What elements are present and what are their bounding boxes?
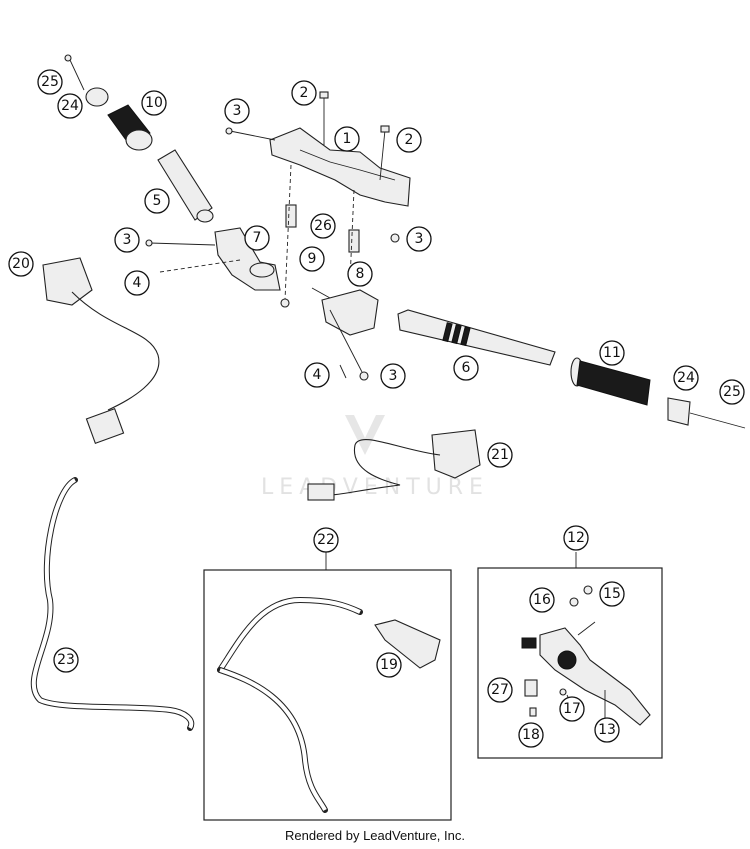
callout-3-bottom: 3 (380, 363, 406, 389)
svg-text:9: 9 (308, 251, 317, 267)
group-box-12 (477, 567, 663, 759)
callout-3-top: 3 (224, 98, 250, 124)
clamp-nut (390, 233, 400, 243)
svg-text:17: 17 (563, 701, 581, 717)
callout-11: 11 (599, 340, 625, 366)
svg-text:25: 25 (723, 384, 741, 400)
callout-5: 5 (144, 188, 170, 214)
callout-22: 22 (313, 527, 339, 553)
group-box-22 (203, 569, 452, 821)
svg-text:3: 3 (233, 103, 242, 119)
svg-text:21: 21 (491, 447, 509, 463)
svg-text:22: 22 (317, 532, 335, 548)
callout-19: 19 (376, 652, 402, 678)
callout-1: 1 (334, 126, 360, 152)
watermark-text: LEADVENTURE (261, 475, 489, 500)
svg-text:13: 13 (598, 722, 616, 738)
svg-text:26: 26 (314, 218, 332, 234)
clamp-bolt-b (379, 129, 386, 181)
throttle-cable (217, 596, 363, 813)
svg-text:4: 4 (133, 275, 142, 291)
svg-text:15: 15 (603, 586, 621, 602)
callout-3-right: 3 (406, 226, 432, 252)
clutch-cable (30, 477, 195, 731)
callout-21: 21 (487, 442, 513, 468)
svg-text:25: 25 (41, 74, 59, 90)
callout-8: 8 (347, 261, 373, 287)
cable-cover (374, 619, 441, 669)
bar-end-bolt-right (689, 412, 746, 429)
svg-text:6: 6 (462, 360, 471, 376)
callout-13: 13 (594, 717, 620, 743)
svg-text:27: 27 (491, 682, 509, 698)
spacer-a (285, 204, 297, 228)
svg-text:3: 3 (123, 232, 132, 248)
callout-3-left: 3 (114, 227, 140, 253)
top-clamp (269, 127, 411, 207)
svg-text:24: 24 (61, 98, 79, 114)
lever-bracket (524, 679, 538, 697)
callout-27: 27 (487, 677, 513, 703)
svg-text:19: 19 (380, 657, 398, 673)
grip-left (107, 104, 153, 151)
svg-text:2: 2 (405, 132, 414, 148)
callout-2-top: 2 (291, 80, 317, 106)
callout-25-right: 25 (719, 379, 745, 405)
svg-text:20: 20 (12, 256, 30, 272)
callout-9: 9 (299, 246, 325, 272)
handlebar-left-tube (157, 149, 213, 221)
clutch-lever-assembly (521, 627, 651, 726)
callout-15: 15 (599, 581, 625, 607)
left-switch-assembly (42, 257, 160, 445)
bar-end-weight-left (85, 87, 109, 107)
callout-26: 26 (310, 213, 336, 239)
svg-text:12: 12 (567, 530, 585, 546)
svg-text:23: 23 (57, 652, 75, 668)
lower-clamp-nut (280, 298, 290, 308)
clamp-screw (229, 130, 276, 141)
callout-23: 23 (53, 647, 79, 673)
svg-text:8: 8 (356, 266, 365, 282)
callout-4-left: 4 (124, 270, 150, 296)
spacer-b (348, 229, 360, 253)
svg-text:3: 3 (415, 231, 424, 247)
callout-7: 7 (244, 225, 270, 251)
callout-6: 6 (453, 355, 479, 381)
callout-18: 18 (518, 722, 544, 748)
right-switch-assembly (307, 429, 481, 501)
throttle-housing (321, 289, 379, 336)
svg-text:4: 4 (313, 367, 322, 383)
callout-17: 17 (559, 696, 585, 722)
svg-text:2: 2 (300, 85, 309, 101)
callout-12: 12 (563, 525, 589, 551)
svg-text:10: 10 (145, 95, 163, 111)
throttle-tube (397, 309, 556, 366)
svg-text:18: 18 (522, 727, 540, 743)
callout-4-right: 4 (304, 362, 330, 388)
bar-end-weight-right (667, 397, 691, 426)
callout-24-left: 24 (57, 93, 83, 119)
svg-text:1: 1 (343, 131, 352, 147)
grip-right (570, 357, 651, 406)
callout-10: 10 (141, 90, 167, 116)
svg-text:24: 24 (677, 370, 695, 386)
watermark-logo (345, 415, 385, 455)
callout-20: 20 (8, 251, 34, 277)
watermark: LEADVENTURE (261, 415, 489, 500)
callout-25-left: 25 (37, 69, 63, 95)
svg-text:16: 16 (533, 592, 551, 608)
callout-2-right: 2 (396, 127, 422, 153)
svg-text:5: 5 (153, 193, 162, 209)
svg-text:3: 3 (389, 368, 398, 384)
footer-credit: Rendered by LeadVenture, Inc. (285, 828, 465, 843)
callout-16: 16 (529, 587, 555, 613)
svg-text:11: 11 (603, 345, 621, 361)
svg-text:7: 7 (253, 230, 262, 246)
bar-end-bolt-left (64, 54, 85, 91)
callout-24-right: 24 (673, 365, 699, 391)
